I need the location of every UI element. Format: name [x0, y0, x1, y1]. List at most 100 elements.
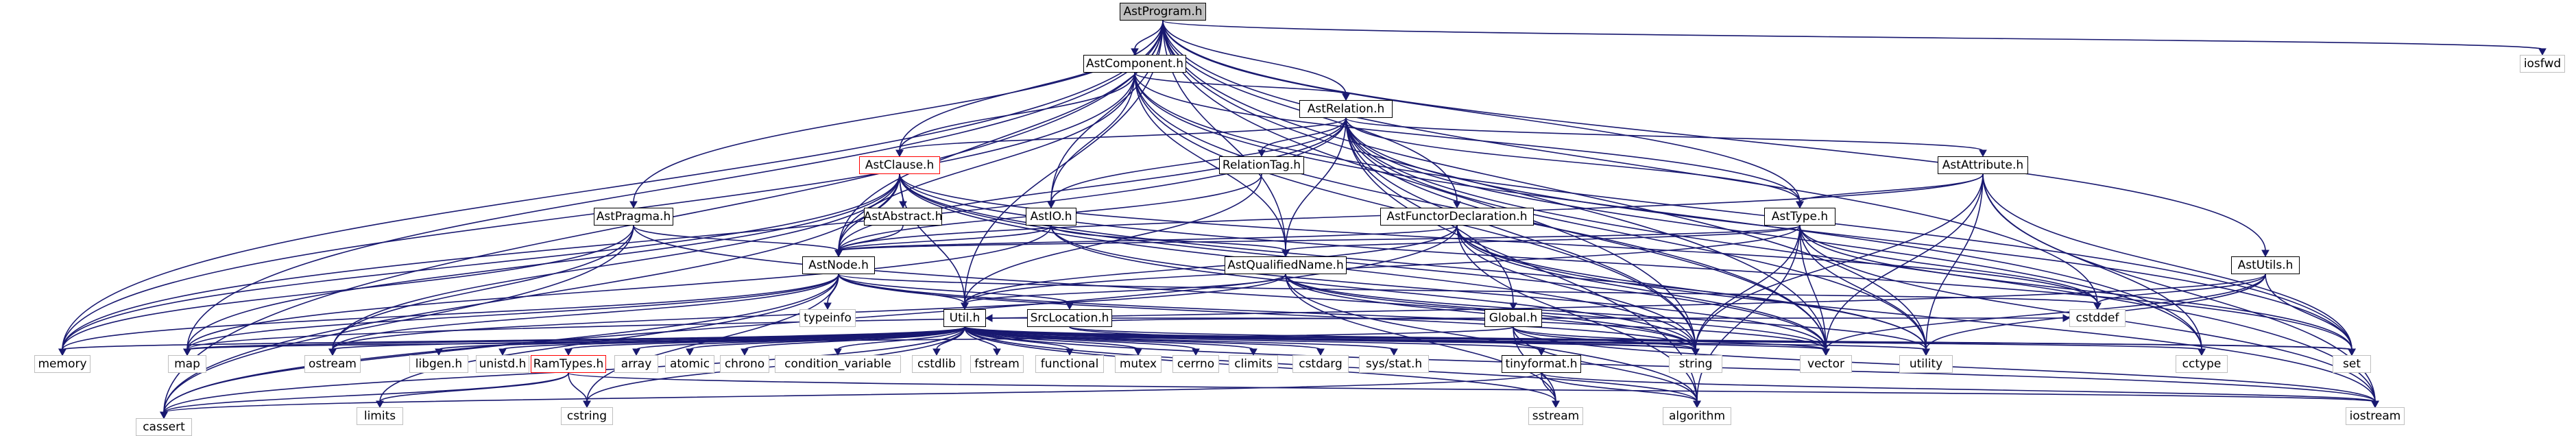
arrowhead [1509, 302, 1517, 311]
arrowhead [1552, 400, 1560, 409]
edge-astutils-to-cstddef [2097, 274, 2266, 304]
node-atomic: atomic [665, 355, 714, 373]
edge-astprogram-to-map [186, 20, 1164, 350]
node-unistd: unistd.h [476, 355, 529, 373]
arrowhead [899, 201, 907, 209]
arrowhead [629, 201, 638, 209]
edge-astcomponent-to-astio [1050, 72, 1135, 203]
edge-astattribute-to-vector [1825, 173, 1984, 350]
edge-astcomponent-to-asttype [1134, 72, 1801, 203]
edge-astpragma-to-astnode [633, 225, 839, 252]
arrowhead [564, 348, 573, 356]
node-global[interactable]: Global.h [1484, 309, 1542, 327]
arrowhead [993, 348, 1001, 356]
edge-astfunctordeclaration-to-utility [1456, 225, 1927, 350]
edge-astnode-to-srclocation [838, 274, 1070, 304]
edge-astfunctordeclaration-to-vector [1456, 225, 1827, 350]
node-astfunctordeclaration[interactable]: AstFunctorDeclaration.h [1380, 208, 1534, 226]
node-ramtypes[interactable]: RamTypes.h [531, 355, 606, 373]
node-asttype[interactable]: AstType.h [1764, 208, 1835, 226]
edge-astprogram-to-astio [1050, 20, 1164, 203]
node-astprogram[interactable]: AstProgram.h [1120, 3, 1206, 21]
edge-astpragma-to-memory [62, 225, 634, 350]
edge-astrelation-to-astnode [838, 117, 1347, 252]
node-libgen: libgen.h [409, 355, 468, 373]
edge-astrelation-to-asttype [1345, 117, 1801, 203]
edge-util-to-chrono [744, 326, 965, 350]
node-chrono: chrono [720, 355, 769, 373]
arrowhead [961, 302, 969, 311]
edge-util-to-functional [964, 326, 1070, 350]
node-astattribute[interactable]: AstAttribute.h [1938, 156, 2028, 174]
arrowhead [985, 314, 993, 322]
arrowhead [686, 348, 694, 356]
node-set: set [2333, 355, 2371, 373]
node-astutils[interactable]: AstUtils.h [2231, 256, 2300, 274]
edge-tinyformat-to-algorithm [1541, 372, 1698, 402]
edge-astprogram-to-asttype [1162, 20, 1801, 203]
arrowhead [1822, 348, 1830, 356]
node-vector: vector [1800, 355, 1852, 373]
arrowhead [583, 400, 591, 409]
node-astabstract[interactable]: AstAbstract.h [864, 208, 942, 226]
arrowhead [1979, 149, 1987, 158]
edge-astclause-to-map [186, 173, 900, 350]
edge-astprogram-to-memory [62, 20, 1164, 350]
node-cctype: cctype [2176, 355, 2228, 373]
arrowhead [2348, 348, 2356, 356]
node-utility: utility [1899, 355, 1953, 373]
edge-astio-to-map [186, 225, 1052, 350]
node-astnode[interactable]: AstNode.h [802, 256, 875, 274]
node-tinyformat[interactable]: tinyformat.h [1502, 355, 1581, 373]
node-cstring: cstring [561, 407, 613, 425]
edge-astprogram-to-astclause [899, 20, 1164, 152]
edge-astrelation-to-relationtag [1261, 117, 1347, 152]
edge-util-to-sysstat [964, 326, 1395, 350]
arrowhead [160, 411, 168, 420]
node-srclocation[interactable]: SrcLocation.h [1027, 309, 1112, 327]
edge-asttype-to-astqualifiedname [1285, 225, 1801, 252]
edge-astattribute-to-utility [1925, 173, 1984, 350]
edge-astrelation-to-vector [1345, 117, 1827, 350]
node-limits: limits [357, 407, 403, 425]
node-astcomponent[interactable]: AstComponent.h [1083, 55, 1186, 73]
arrowhead [834, 348, 842, 356]
arrowhead [2538, 48, 2547, 56]
node-util[interactable]: Util.h [943, 309, 986, 327]
edge-util-to-climits [964, 326, 1254, 350]
edge-astnode-to-vector [838, 274, 1827, 350]
arrowhead [1066, 348, 1074, 356]
node-condition_variable: condition_variable [775, 355, 901, 373]
edge-astrelation-to-astio [1050, 117, 1347, 203]
node-climits: climits [1229, 355, 1278, 373]
node-astio[interactable]: AstIO.h [1026, 208, 1076, 226]
node-cstdlib: cstdlib [912, 355, 961, 373]
edge-asttype-to-util [964, 225, 1801, 304]
node-cassert: cassert [136, 418, 192, 436]
node-relationtag[interactable]: RelationTag.h [1219, 156, 1304, 174]
node-astpragma[interactable]: AstPragma.h [594, 208, 673, 226]
edge-astclause-to-memory [62, 173, 900, 350]
edge-astnode-to-string [838, 274, 1696, 350]
arrowhead [1281, 250, 1290, 258]
node-functional: functional [1035, 355, 1104, 373]
edge-astrelation-to-astclause [899, 117, 1347, 152]
arrowhead [1537, 348, 1545, 356]
edge-tinyformat-to-cassert [163, 372, 1542, 413]
edge-astnode-to-ostream [332, 274, 839, 350]
edge-asttype-to-set [1799, 225, 2352, 350]
node-astclause[interactable]: AstClause.h [859, 156, 940, 174]
arrowhead [1131, 48, 1139, 56]
node-sstream: sstream [1528, 407, 1583, 425]
edge-astcomponent-to-set [1134, 72, 2352, 350]
edge-astfunctordeclaration-to-iostream [1456, 225, 2376, 402]
node-astrelation[interactable]: AstRelation.h [1299, 100, 1393, 118]
arrowhead [1066, 302, 1074, 311]
arrowhead [2093, 302, 2102, 311]
arrowhead [183, 348, 191, 356]
edge-astfunctordeclaration-to-string [1456, 225, 1696, 350]
node-sysstat: sys/stat.h [1359, 355, 1429, 373]
edge-astcomponent-to-astqualifiedname [1134, 72, 1286, 252]
node-astqualifiedname[interactable]: AstQualifiedName.h [1225, 256, 1347, 274]
